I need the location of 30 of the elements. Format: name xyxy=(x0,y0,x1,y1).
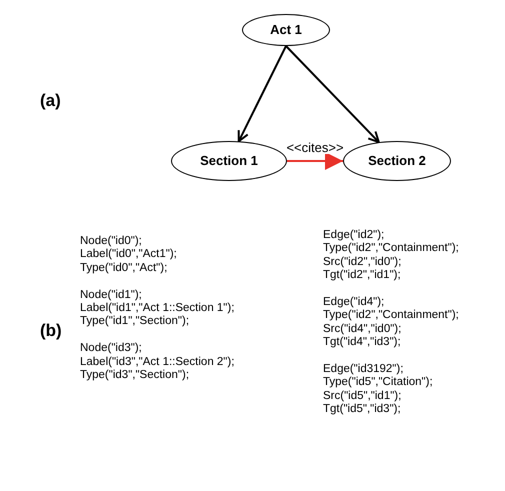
code-line: Edge("id4"); xyxy=(323,297,384,308)
code-line: Type("id2","Containment"); xyxy=(323,310,459,322)
arrow xyxy=(285,45,380,144)
code-line: Tgt("id2","id1"); xyxy=(323,270,401,282)
panel-label: (b) xyxy=(40,322,62,339)
edge-label: <<cites>> xyxy=(284,141,346,154)
code-line: Type("id0","Act"); xyxy=(80,262,168,274)
code-line: Type("id5","Citation"); xyxy=(323,377,433,389)
ellipse-node: Section 2 xyxy=(343,141,451,181)
code-line: Type("id3","Section"); xyxy=(80,370,190,382)
arrow xyxy=(238,46,287,142)
code-line: Src("id4","id0"); xyxy=(323,324,402,336)
code-line: Label("id1","Act 1::Section 1"); xyxy=(80,303,234,314)
code-line: Node("id0"); xyxy=(80,236,142,248)
code-line: Type("id2","Containment"); xyxy=(323,243,459,255)
code-line: Tgt("id4","id3"); xyxy=(323,337,401,349)
ellipse-node: Act 1 xyxy=(242,14,330,46)
panel-label: (a) xyxy=(40,92,61,109)
ellipse-node: Section 1 xyxy=(171,141,287,181)
code-line: Src("id2","id0"); xyxy=(323,256,402,268)
code-line: Edge("id2"); xyxy=(323,230,384,242)
code-line: Node("id3"); xyxy=(80,343,142,355)
code-line: Tgt("id5","id3"); xyxy=(323,404,401,416)
code-line: Label("id3","Act 1::Section 2"); xyxy=(80,356,234,368)
arrow xyxy=(287,152,343,170)
code-line: Src("id5","id1"); xyxy=(323,390,402,402)
code-line: Label("id0","Act1"); xyxy=(80,249,177,261)
code-line: Node("id1"); xyxy=(80,290,142,302)
code-line: Type("id1","Section"); xyxy=(80,316,190,328)
code-line: Edge("id3192"); xyxy=(323,364,404,376)
